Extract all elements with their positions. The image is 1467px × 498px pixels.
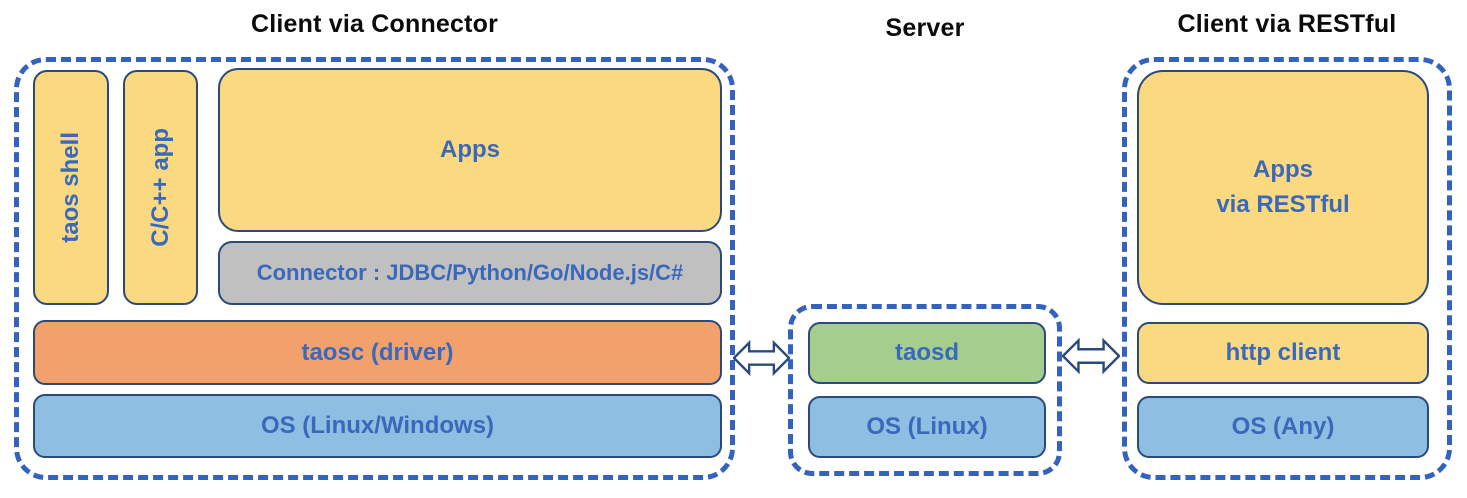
server-group — [788, 304, 1062, 476]
apps-via-restful-line1: Apps — [1252, 155, 1313, 183]
apps-via-restful-box: Apps via RESTful — [1137, 70, 1429, 305]
apps-via-restful-line2: via RESTful — [1216, 190, 1350, 218]
taos-shell-box: taos shell — [33, 70, 109, 305]
client-restful-title: Client via RESTful — [1177, 10, 1397, 38]
http-client-label: http client — [1225, 339, 1341, 366]
cpp-app-box: C/C++ app — [123, 70, 198, 305]
apps-via-restful-label: Apps via RESTful — [1216, 153, 1349, 223]
os-linux-windows-label: OS (Linux/Windows) — [260, 412, 495, 439]
os-linux-windows-box: OS (Linux/Windows) — [33, 394, 722, 458]
taosc-driver-box: taosc (driver) — [33, 320, 722, 385]
taosc-driver-label: taosc (driver) — [301, 338, 454, 366]
apps-box: Apps — [218, 68, 722, 232]
os-any-label: OS (Any) — [1231, 413, 1335, 440]
connector-label: Connector : JDBC/Python/Go/Node.js/C# — [256, 260, 684, 285]
os-any-box: OS (Any) — [1137, 396, 1429, 458]
connector-box: Connector : JDBC/Python/Go/Node.js/C# — [218, 241, 722, 305]
apps-label: Apps — [440, 136, 500, 163]
taosd-label: taosd — [894, 339, 959, 366]
taos-shell-label: taos shell — [57, 132, 84, 243]
client-restful-group — [1122, 57, 1452, 480]
bidirectional-arrow-icon — [1062, 334, 1120, 378]
bidirectional-arrow-icon — [733, 336, 790, 380]
cpp-app-label: C/C++ app — [146, 128, 174, 247]
client-connector-title: Client via Connector — [250, 10, 499, 38]
taosd-box: taosd — [808, 322, 1046, 384]
server-title: Server — [885, 14, 965, 42]
os-linux-box: OS (Linux) — [808, 396, 1046, 458]
http-client-box: http client — [1137, 322, 1429, 384]
client-connector-group — [14, 57, 735, 480]
os-linux-label: OS (Linux) — [866, 413, 988, 440]
